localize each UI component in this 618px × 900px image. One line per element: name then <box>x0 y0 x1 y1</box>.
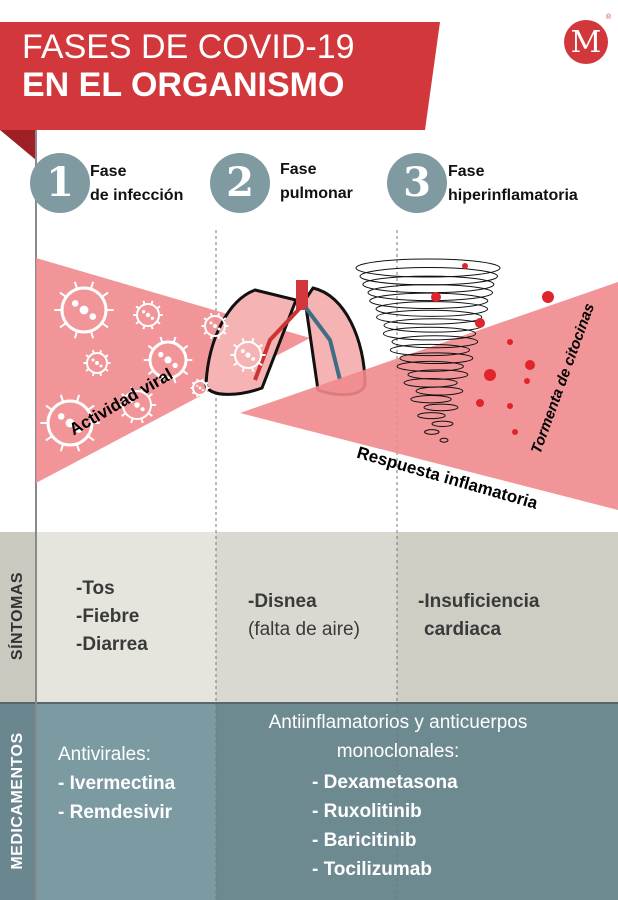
band-divider <box>0 702 618 704</box>
title-line1: FASES DE COVID-19 <box>22 28 355 66</box>
cytokine-dot <box>484 369 496 381</box>
logo: M <box>570 25 602 60</box>
cytokine-dot <box>475 318 485 328</box>
cytokine-dot <box>512 429 518 435</box>
antivirals-list: Antivirales: - Ivermectina - Remdesivir <box>58 744 176 823</box>
symptoms-phase1: -Tos -Fiebre -Diarrea <box>76 578 148 655</box>
virus-icon <box>83 349 111 377</box>
virus-icon <box>40 394 100 452</box>
symptoms-phase2-cell <box>216 532 397 703</box>
cytokine-storm-icon <box>355 258 554 443</box>
tornado-ring <box>417 412 446 420</box>
cytokine-dot <box>431 292 441 302</box>
banner-fold <box>0 130 36 160</box>
tornado-ring <box>355 258 501 278</box>
phase-2-number: 2 <box>210 153 270 213</box>
tornado-ring <box>399 352 474 365</box>
cytokine-dot <box>542 291 554 303</box>
virus-icon <box>143 336 193 384</box>
virus-icon <box>54 281 114 339</box>
phase-1-number: 1 <box>30 153 90 213</box>
phase-3-number: 3 <box>387 153 447 213</box>
virus-icons <box>40 281 266 452</box>
symptoms-label-column <box>0 532 36 703</box>
antiinflammatory-list: - Dexametasona - Ruxolitinib - Baricitin… <box>312 772 458 880</box>
tornado-ring <box>424 429 440 435</box>
cytokine-dot <box>507 403 513 409</box>
symptoms-phase2: -Disnea (falta de aire) <box>248 591 360 640</box>
symptoms-phase3: -Insuficiencia cardiaca <box>418 591 540 640</box>
tornado-ring <box>367 284 494 302</box>
title-banner <box>0 22 440 130</box>
title-line2: EN EL ORGANISMO <box>22 66 345 104</box>
logo-circle <box>564 20 608 64</box>
virus-icon <box>201 312 229 340</box>
tornado-ring <box>407 369 469 380</box>
tornado-ring <box>375 301 489 317</box>
symptoms-label: SÍNTOMAS <box>9 571 26 661</box>
medications-label: MEDICAMENTOS <box>9 732 26 870</box>
antiinflammatory-title: Antiinflamatorios y anticuerpos monoclon… <box>268 712 528 762</box>
tornado-ring <box>389 343 471 357</box>
cytokine-dot <box>476 399 484 407</box>
tornado-ring <box>376 309 483 325</box>
tornado-ring <box>391 335 479 349</box>
cytokine-dot <box>507 339 513 345</box>
symptoms-phase3-cell <box>397 532 618 703</box>
tornado-ring <box>382 326 477 341</box>
meds-label-column <box>0 703 36 900</box>
meds-antivirals-cell <box>36 703 216 900</box>
virus-icon <box>190 378 210 398</box>
virus-icon <box>230 337 266 373</box>
tornado-ring <box>369 292 489 309</box>
symptoms-phase1-cell <box>36 532 216 703</box>
logo-registered-mark: ® <box>606 14 612 21</box>
tornado-ring <box>439 437 449 443</box>
tornado-ring <box>431 420 454 427</box>
meds-antiinflammatory-cell <box>216 703 618 900</box>
virus-icon <box>133 300 163 330</box>
cytokine-dot <box>524 378 530 384</box>
tornado-ring <box>410 395 452 404</box>
tornado-ring <box>415 386 464 396</box>
cytokine-dot <box>462 263 468 269</box>
cytokine-dot <box>525 360 535 370</box>
tornado-ring <box>423 403 459 412</box>
tornado-ring <box>396 360 464 372</box>
virus-icon <box>118 386 156 424</box>
